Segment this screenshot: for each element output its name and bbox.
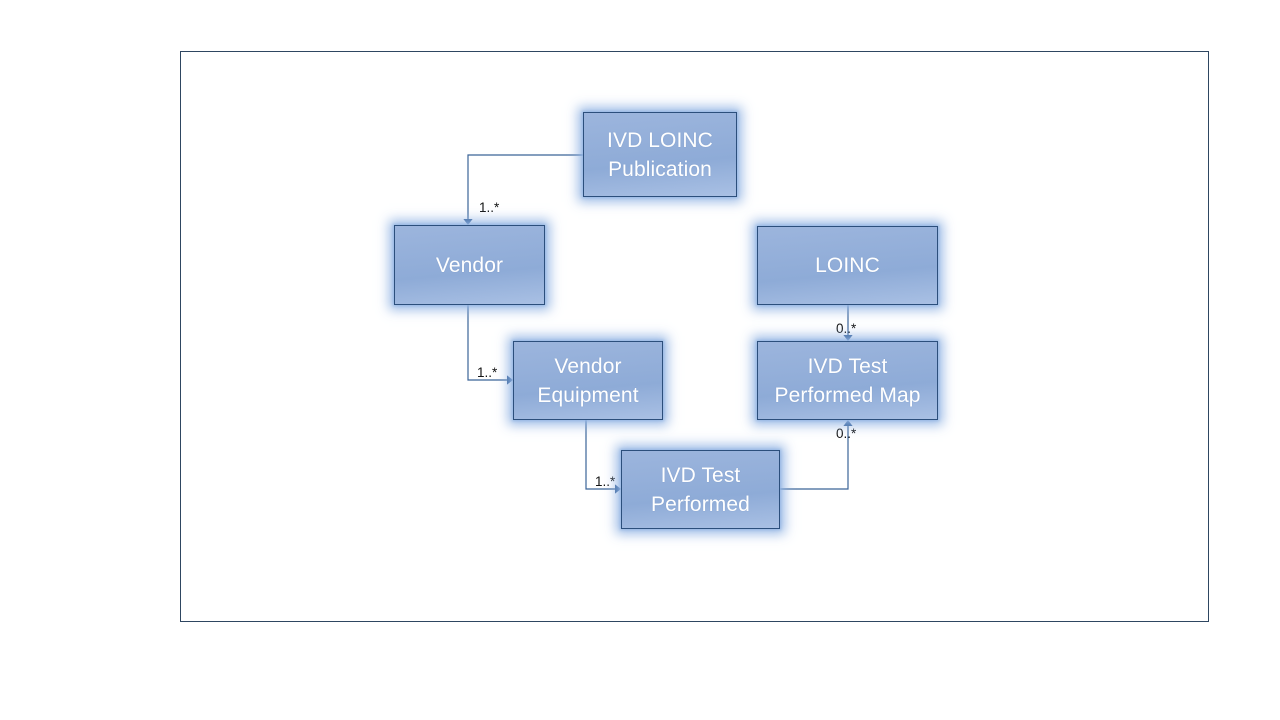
node-label-ivd-loinc-publication: IVD LOINC Publication bbox=[607, 128, 713, 181]
multiplicity-label-loinc-to-ivd-test-performed-map: 0..* bbox=[836, 321, 857, 336]
node-loinc[interactable]: LOINC bbox=[757, 226, 938, 305]
node-ivd-test-performed-map[interactable]: IVD Test Performed Map bbox=[757, 341, 938, 420]
multiplicity-label-vendor-equipment-to-ivd-test-performed: 1..* bbox=[595, 474, 616, 489]
node-vendor-equipment[interactable]: Vendor Equipment bbox=[513, 341, 663, 420]
node-ivd-test-performed[interactable]: IVD Test Performed bbox=[621, 450, 780, 529]
node-label-loinc: LOINC bbox=[815, 254, 880, 277]
node-ivd-loinc-publication[interactable]: IVD LOINC Publication bbox=[583, 112, 737, 197]
node-label-ivd-test-performed: IVD Test Performed bbox=[651, 463, 750, 516]
node-label-vendor-equipment: Vendor Equipment bbox=[537, 354, 639, 407]
multiplicity-label-vendor-to-vendor-equipment: 1..* bbox=[477, 365, 498, 380]
multiplicity-label-ivd-test-performed-to-map: 0..* bbox=[836, 426, 857, 441]
node-label-ivd-test-performed-map: IVD Test Performed Map bbox=[774, 354, 921, 407]
node-vendor[interactable]: Vendor bbox=[394, 225, 545, 305]
multiplicity-label-publication-to-vendor: 1..* bbox=[479, 200, 500, 215]
node-label-vendor: Vendor bbox=[435, 253, 504, 277]
